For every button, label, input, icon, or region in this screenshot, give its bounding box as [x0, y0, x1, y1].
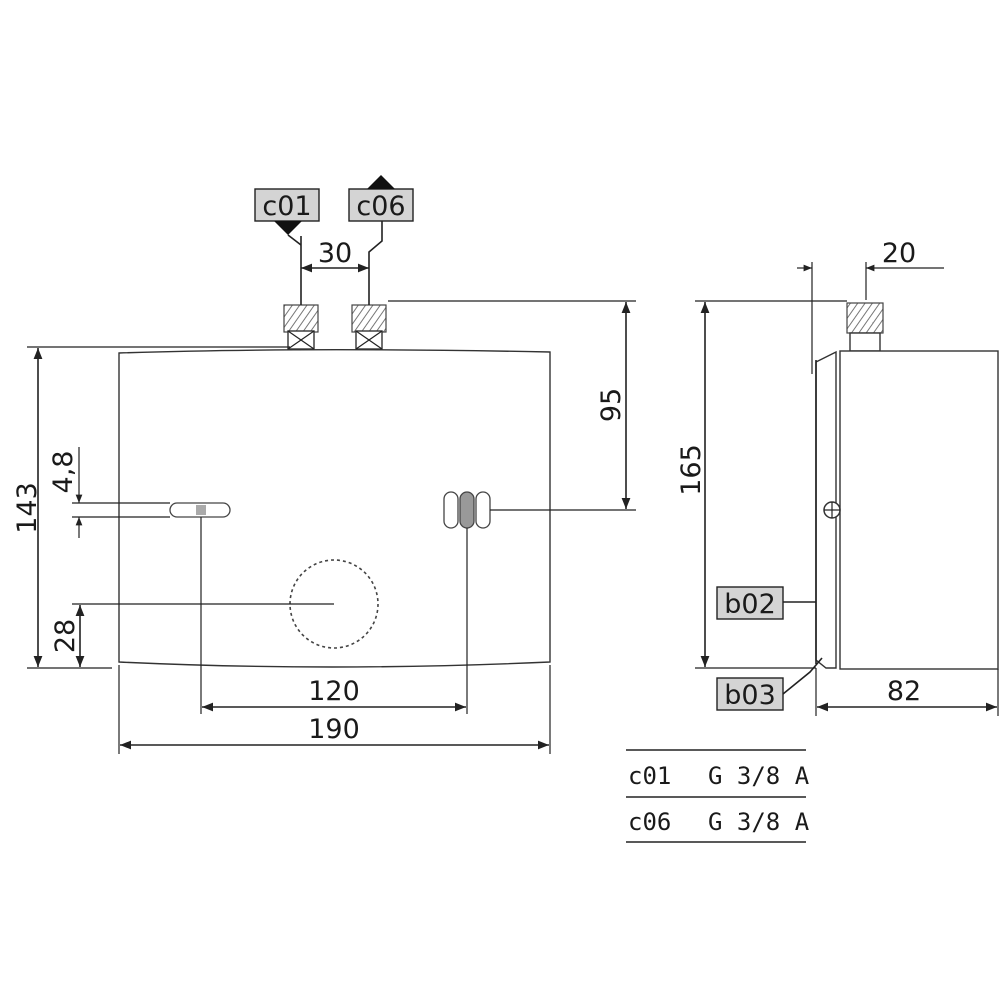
- dim-28-text: 28: [50, 619, 81, 653]
- dim-hole-spacing: 120: [200, 517, 468, 714]
- dim-20-text: 20: [882, 238, 916, 269]
- dim-side-height: 165: [676, 300, 847, 669]
- label-c01-text: c01: [262, 191, 311, 222]
- dim-95-text: 95: [596, 388, 627, 422]
- dim-190-text: 190: [308, 714, 360, 745]
- dim-30-text: 30: [318, 238, 352, 269]
- label-b03: b03: [716, 657, 823, 711]
- dim-165-text: 165: [676, 444, 707, 496]
- label-b02: b02: [716, 586, 816, 620]
- dim-overall-height: 143: [12, 346, 290, 669]
- dim-143-text: 143: [12, 482, 43, 534]
- front-view: c01 c06 30 95 143: [12, 175, 636, 754]
- label-b03-text: b03: [724, 680, 776, 711]
- dim-4-8-text: 4,8: [48, 451, 79, 494]
- front-housing: [118, 349, 551, 668]
- fitting-c06: [351, 304, 387, 350]
- connection-table: c01 G 3/8 A c06 G 3/8 A: [626, 749, 810, 843]
- table-cell-code: c06: [628, 808, 671, 836]
- dim-82-text: 82: [887, 676, 921, 707]
- dim-bottom-offset: 28: [50, 603, 334, 667]
- table-row: c01 G 3/8 A: [628, 762, 810, 790]
- side-view: 20 165 82 b02 b03: [676, 238, 999, 716]
- dim-side-connection-offset: 20: [797, 238, 944, 374]
- dim-top-to-mount: 95: [388, 300, 636, 511]
- mounting-slot-left: [169, 502, 231, 518]
- label-c06-text: c06: [356, 191, 405, 222]
- label-b02-text: b02: [724, 589, 776, 620]
- table-cell-spec: G 3/8 A: [708, 808, 810, 836]
- dim-overall-width: 190: [118, 665, 551, 754]
- label-c06: c06: [348, 175, 414, 305]
- dim-depth: 82: [815, 668, 999, 716]
- side-housing: [839, 350, 999, 670]
- dim-mount-hole: 4,8: [48, 447, 170, 538]
- fitting-c01: [283, 304, 319, 350]
- screw-icon: [823, 501, 841, 519]
- label-c01: c01: [254, 188, 320, 305]
- side-fitting: [846, 302, 884, 352]
- table-row: c06 G 3/8 A: [628, 808, 810, 836]
- dim-connection-spacing: 30: [301, 238, 369, 273]
- table-cell-code: c01: [628, 762, 671, 790]
- table-cell-spec: G 3/8 A: [708, 762, 810, 790]
- dim-120-text: 120: [308, 676, 360, 707]
- mounting-slot-right: [443, 491, 491, 529]
